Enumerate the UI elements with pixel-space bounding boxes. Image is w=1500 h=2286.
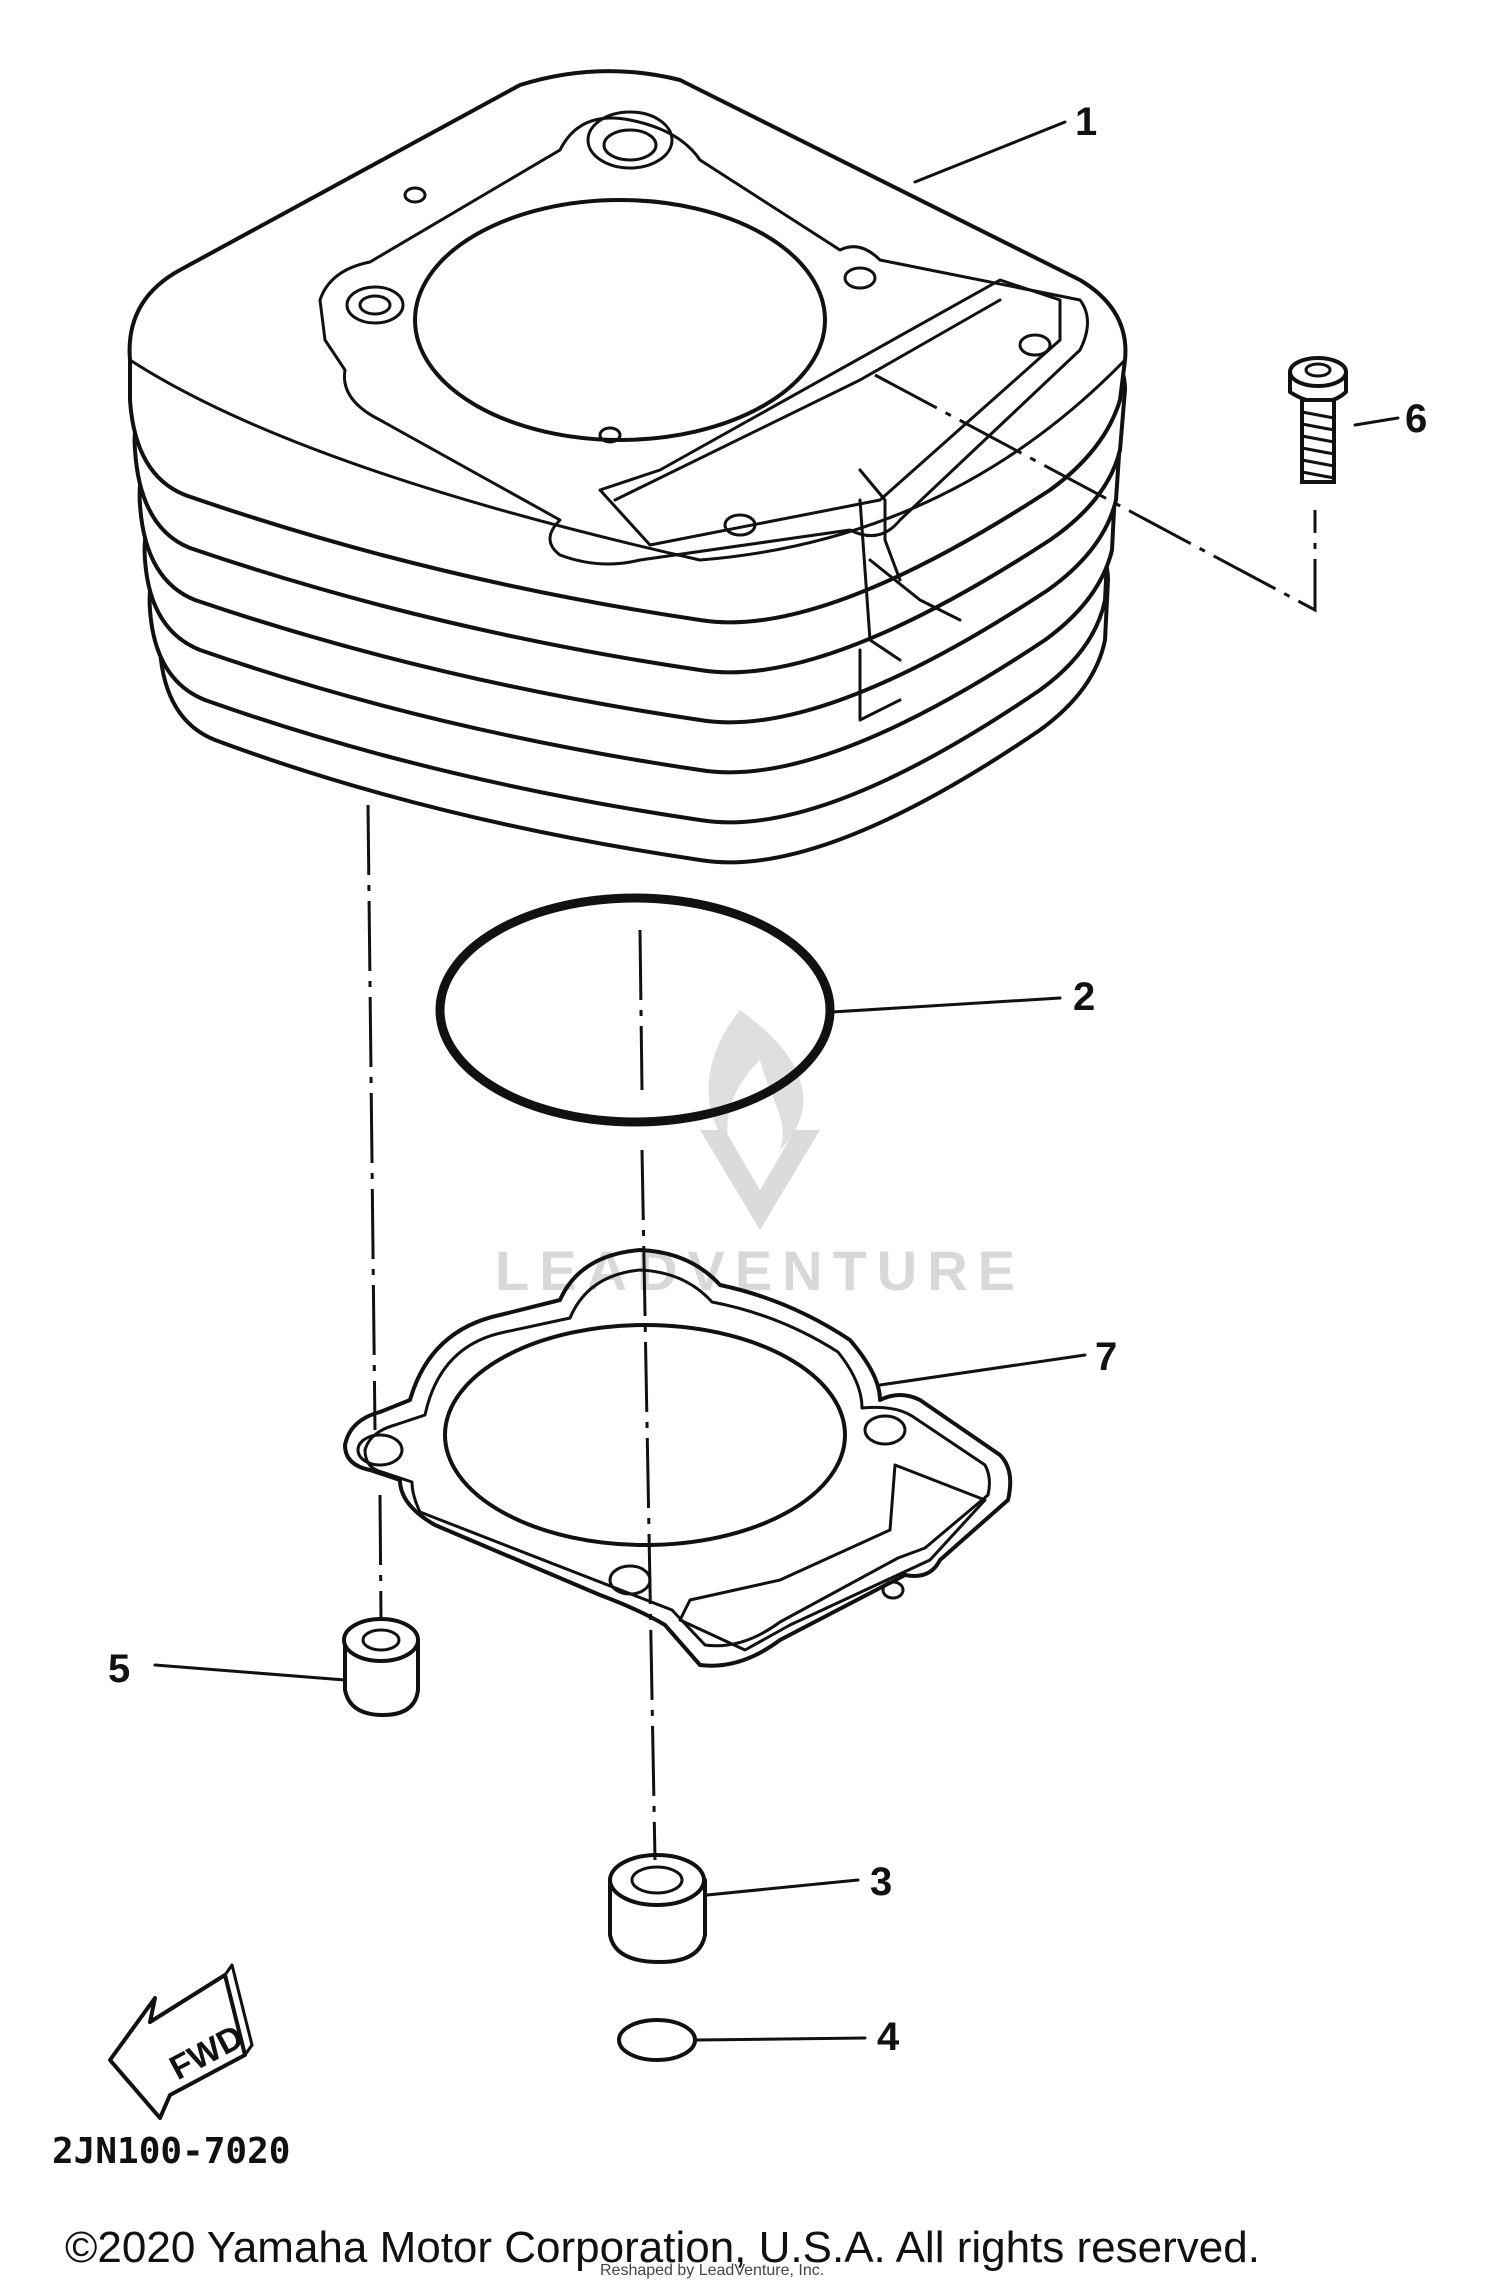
leadventure-watermark: LEADVENTURE	[495, 1010, 1025, 1302]
callout-6[interactable]: 6	[1405, 397, 1427, 441]
leader-lines	[153, 120, 1400, 2042]
overlay-credit: Reshaped by LeadVenture, Inc.	[600, 2262, 824, 2279]
o-ring-part-4	[617, 2018, 697, 2062]
o-ring-part-2	[435, 893, 835, 1127]
alignment-lines	[366, 373, 1317, 1861]
watermark-text: LEADVENTURE	[495, 1239, 1025, 1302]
bolt-part-6	[1288, 356, 1348, 484]
fwd-arrow-icon: FWD	[108, 1963, 254, 2120]
callout-1[interactable]: 1	[1075, 100, 1097, 144]
cylinder-part-1	[127, 69, 1128, 865]
callout-3[interactable]: 3	[870, 1860, 892, 1904]
callout-2[interactable]: 2	[1073, 975, 1095, 1019]
callout-5[interactable]: 5	[108, 1647, 130, 1691]
dowel-pin-part-5	[342, 1617, 420, 1717]
callout-7[interactable]: 7	[1095, 1335, 1117, 1379]
copyright-notice: ©2020 Yamaha Motor Corporation, U.S.A. A…	[65, 2223, 1260, 2272]
diagram-code: 2JN100-7020	[52, 2131, 290, 2172]
watermark-v-icon	[700, 1130, 820, 1230]
callout-4[interactable]: 4	[877, 2015, 900, 2059]
dowel-pin-part-3	[608, 1853, 707, 1964]
base-gasket-part-7	[343, 1248, 1013, 1668]
watermark-flame-icon	[708, 1010, 804, 1150]
